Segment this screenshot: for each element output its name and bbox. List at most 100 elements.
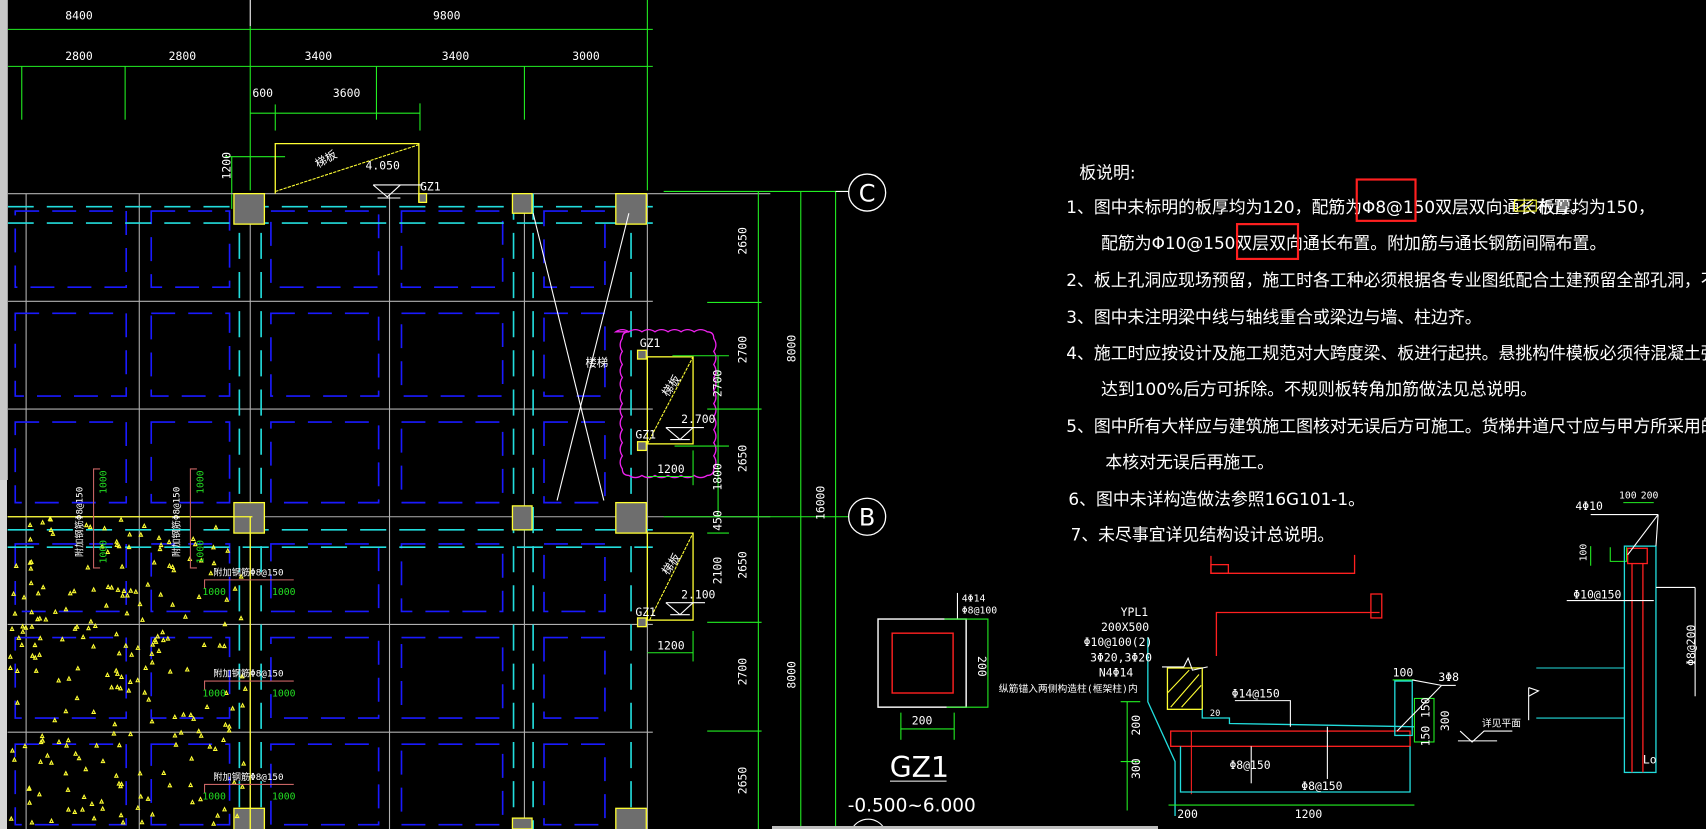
gz1-note: 纵筋锚入两侧构造柱(框架柱)内 [999,682,1138,695]
hatch-mark [71,588,77,594]
hatch-mark [118,516,124,522]
hatch-mark [217,642,223,648]
hatch-mark [99,798,105,804]
dim-bay-1: 2800 [65,49,93,63]
hatch-mark [29,652,35,658]
hatch-mark [72,808,78,815]
hatch-mark [48,817,55,823]
gz1-rebar-stirrup: Φ8@100 [962,606,997,617]
hatch-label-3-dim-a: 1000 [202,587,226,598]
hatch-label-5: 附加钢筋Φ8@150 [213,771,283,783]
hatch-mark [114,670,120,676]
hatch-mark [116,650,122,656]
stairwell-cross [532,213,630,501]
hatch-mark [13,562,19,568]
stair-low-label: 梯板 [659,550,684,577]
ypl1-small-dim: 20 [1210,709,1220,719]
hatch-mark [52,717,58,723]
hatch-mark [161,770,167,776]
scrollbar-thumb[interactable] [0,0,8,480]
hatch-mark [56,738,62,744]
stair-mid [646,356,704,445]
ypl1-dim-bottom-1: 200 [1177,807,1198,821]
hatch-mark [103,602,109,608]
note-1b: 配筋为Φ10@150双层双向通长布置。附加筋与通长钢筋间隔布置。 [1101,233,1606,253]
horizontal-scrollbar[interactable] [772,826,1158,829]
hatch-mark [12,610,18,616]
slab-panel [270,312,380,397]
ypl1-bottom-bar-2: Φ8@150 [1301,779,1342,793]
hatch-mark [74,695,80,701]
vertical-scrollbar[interactable] [0,0,8,829]
hatch-mark [52,608,58,614]
hatch-mark [240,702,246,708]
hatch-mark [119,563,125,569]
axis-label-b: B [859,503,875,531]
hatch-mark [27,799,33,805]
hatch-mark [92,622,98,628]
hatch-mark [118,812,124,818]
hatch-mark [242,685,248,691]
hatch-mark [232,585,238,591]
hatch-mark [172,732,178,738]
hatch-mark [197,796,204,802]
stair-low-elevation: 2.100 [681,587,715,601]
right-dimension-lines [663,190,849,829]
highlight-box-1[interactable] [1355,178,1417,222]
ypl1-dim-right-1: 100 [1393,666,1414,680]
slab-panel [14,210,128,289]
highlight-box-2[interactable] [1235,223,1300,261]
axis-bubble-c[interactable]: C [835,173,887,212]
hatch-mark [156,647,162,653]
stair-label: 楼梯 [585,356,608,370]
hatch-mark [44,752,50,758]
hatch-mark [75,665,81,671]
hatch-zone [7,515,248,826]
axis-bubble-b[interactable]: B [847,497,887,536]
stair-low-width: 1200 [657,638,685,652]
hatch-mark [192,541,198,547]
hatch-mark [23,624,29,630]
dim-overall-1: 8400 [65,9,93,23]
hatch-mark [83,766,89,772]
hatch-mark [14,668,20,674]
hatch-mark [105,584,111,590]
hatch-mark [116,742,122,748]
ypl1-dim-left-2: 300 [1129,758,1143,779]
hatch-mark [115,586,121,592]
hatch-mark [8,815,14,821]
hatch-mark [83,522,89,528]
stair-top-label: 梯板 [313,147,340,171]
hatch-mark [80,634,86,640]
hatch-label-1: 附加钢筋Φ8@150 [74,487,86,557]
hatch-label-5-dim-b: 1000 [272,792,296,803]
hatch-mark [211,560,217,566]
dim-stair-offset-2: 3600 [333,86,361,100]
hatch-mark [11,590,17,596]
gz1-height: 200 [975,656,989,677]
column-tag-gz1-mid-b: GZ1 [635,427,656,441]
hatch-mark [9,747,15,753]
hatch-mark [126,544,132,550]
hatch-mark [239,783,245,789]
hatch-mark [230,705,236,711]
ypl1-dim-bottom-2: 1200 [1295,807,1323,821]
hatch-mark [63,606,69,612]
hatch-mark [124,610,130,616]
hatch-mark [157,546,163,552]
slab-panel [543,636,606,719]
hatch-mark [170,601,176,607]
hatch-mark [145,581,151,587]
hatch-mark [32,642,38,648]
hatch-mark [116,780,122,786]
hatch-mark [19,642,25,648]
hatch-mark [238,615,244,621]
hatch-mark [65,806,71,812]
hatch-mark [158,591,164,597]
hatch-mark [138,531,144,537]
hatch-mark [226,727,232,733]
hatch-mark [14,699,20,705]
slab-panel [543,421,606,504]
